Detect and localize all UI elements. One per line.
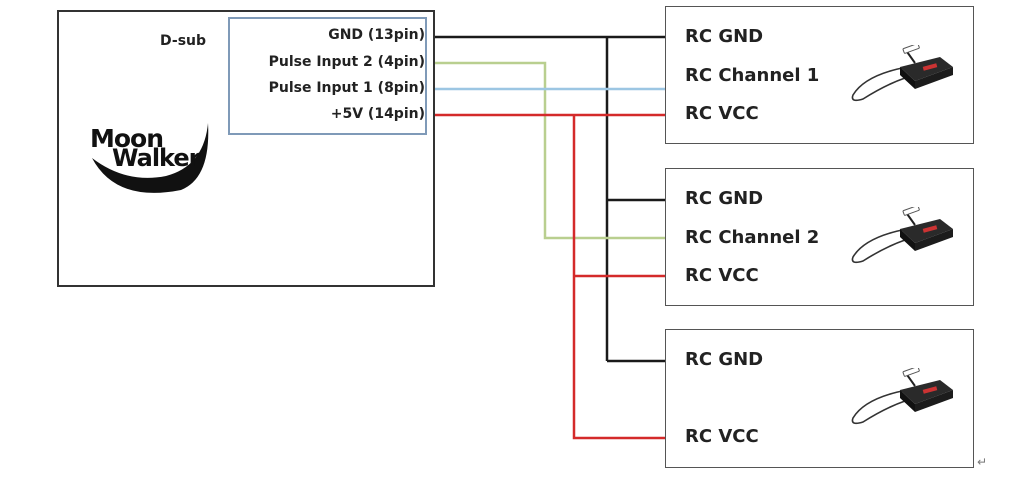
pin-pulse2-label: Pulse Input 2 (4pin) [268,54,425,70]
controller-box [57,10,435,287]
paragraph-mark-icon: ↵ [977,455,988,469]
moonwalker-logo: Moon Walker [86,118,216,198]
rc3-gnd-label: RC GND [685,349,764,370]
rc1-vcc-label: RC VCC [685,103,759,124]
rc-receiver-icon [851,45,953,102]
rc-receiver-icon [851,368,953,425]
pin-pulse1-label: Pulse Input 1 (8pin) [268,80,425,96]
rc-receiver-icon [851,207,953,264]
rc1-channel-label: RC Channel 1 [685,65,820,86]
dsub-label: D-sub [160,33,207,49]
pin-vcc-label: +5V (14pin) [330,106,425,122]
rc2-gnd-label: RC GND [685,188,764,209]
gnd-wire [427,35,666,363]
pin-gnd-label: GND (13pin) [328,27,425,43]
dsub-connector-box [228,17,427,135]
logo-crescent-icon [92,123,209,193]
logo-line1: Moon [90,124,164,153]
rc2-vcc-label: RC VCC [685,265,759,286]
rc2-channel-label: RC Channel 2 [685,227,820,248]
logo-line2: Walker [112,144,200,172]
rc1-gnd-label: RC GND [685,26,764,47]
vcc-wire [427,113,666,440]
rc3-vcc-label: RC VCC [685,426,759,447]
pulse-input-2-wire [427,61,666,240]
